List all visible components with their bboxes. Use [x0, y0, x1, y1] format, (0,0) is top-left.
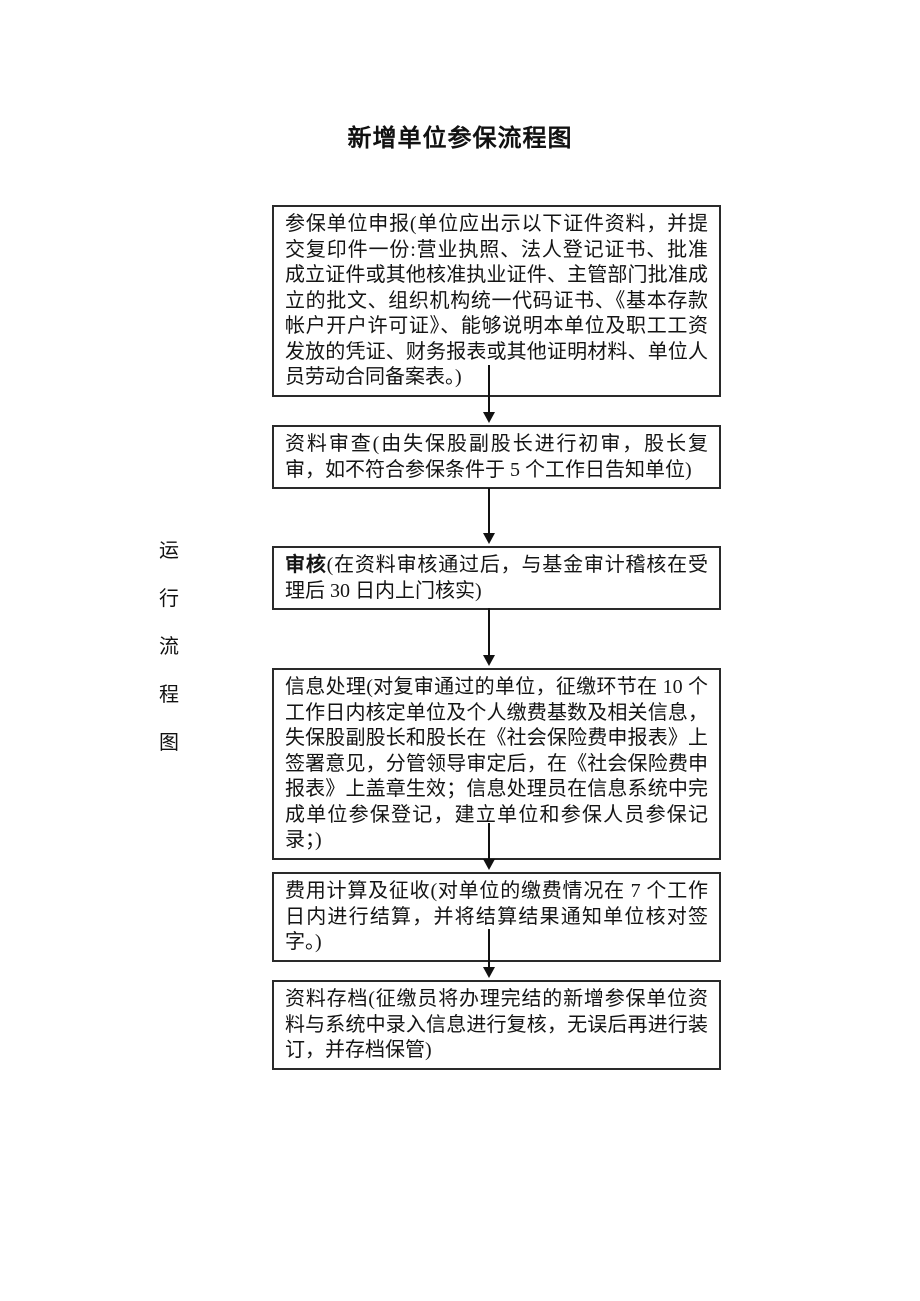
- flow-node-audit: 审核(在资料审核通过后，与基金审计稽核在受理后 30 日内上门核实): [272, 546, 721, 610]
- flow-node-text: 资料存档(征缴员将办理完结的新增参保单位资料与系统中录入信息进行复核，无误后再进…: [285, 988, 708, 1061]
- side-label-char: 图: [159, 732, 179, 754]
- flow-node-info-processing: 信息处理(对复审通过的单位，征缴环节在 10 个工作日内核定单位及个人缴费基数及…: [272, 668, 721, 860]
- arrow-head-icon: [482, 859, 495, 870]
- flow-node-unit-declaration: 参保单位申报(单位应出示以下证件资料，并提交复印件一份:营业执照、法人登记证书、…: [272, 205, 721, 397]
- arrow-shaft: [487, 488, 490, 535]
- side-label-char: 行: [159, 588, 179, 610]
- arrow-head-icon: [482, 412, 495, 423]
- arrow-shaft: [487, 365, 490, 414]
- arrow-shaft: [487, 823, 490, 861]
- arrow-shaft: [487, 608, 490, 657]
- side-label-char: 程: [159, 684, 179, 706]
- flow-node-archive: 资料存档(征缴员将办理完结的新增参保单位资料与系统中录入信息进行复核，无误后再进…: [272, 980, 721, 1070]
- flow-arrow-down: [482, 823, 495, 870]
- flow-node-lead: 审核: [285, 554, 327, 576]
- flow-arrow-down: [482, 488, 495, 544]
- flow-node-text: 资料审查(由失保股副股长进行初审，股长复审，如不符合参保条件于 5 个工作日告知…: [285, 433, 708, 481]
- flow-arrow-down: [482, 929, 495, 978]
- flow-node-text: 参保单位申报(单位应出示以下证件资料，并提交复印件一份:营业执照、法人登记证书、…: [285, 213, 708, 388]
- flow-node-fee-calculation: 费用计算及征收(对单位的缴费情况在 7 个工作日内进行结算，并将结算结果通知单位…: [272, 872, 721, 962]
- side-label-char: 流: [159, 636, 179, 658]
- page-title: 新增单位参保流程图: [347, 125, 573, 152]
- flow-node-text: (在资料审核通过后，与基金审计稽核在受理后 30 日内上门核实): [285, 554, 708, 602]
- flow-node-text: 费用计算及征收(对单位的缴费情况在 7 个工作日内进行结算，并将结算结果通知单位…: [285, 880, 708, 953]
- side-label-vertical: 运 行 流 程 图: [156, 541, 182, 781]
- arrow-shaft: [487, 929, 490, 969]
- side-label-char: 运: [159, 540, 179, 562]
- flow-node-material-review: 资料审查(由失保股副股长进行初审，股长复审，如不符合参保条件于 5 个工作日告知…: [272, 425, 721, 489]
- flow-arrow-down: [482, 365, 495, 423]
- arrow-head-icon: [482, 967, 495, 978]
- arrow-head-icon: [482, 533, 495, 544]
- arrow-head-icon: [482, 655, 495, 666]
- flow-arrow-down: [482, 608, 495, 666]
- flow-node-text: 信息处理(对复审通过的单位，征缴环节在 10 个工作日内核定单位及个人缴费基数及…: [285, 676, 708, 851]
